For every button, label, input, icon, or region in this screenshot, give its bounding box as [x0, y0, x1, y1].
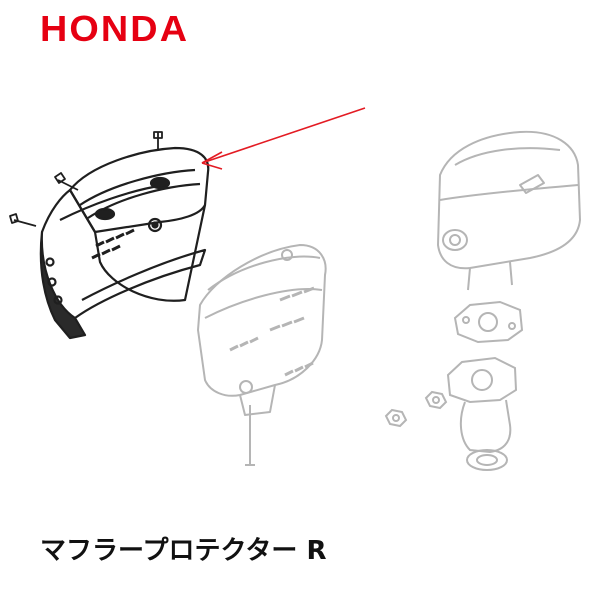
muffler-protector-r-part [9, 131, 210, 340]
part-name-caption: マフラープロテクター R [40, 536, 327, 566]
gasket-part [453, 300, 524, 344]
muffler-part [437, 130, 581, 291]
pointer-arrow [201, 107, 366, 170]
nut-parts [384, 390, 448, 428]
honda-logo: HONDA [40, 8, 190, 49]
muffler-protector-part [197, 244, 327, 466]
exhaust-pipe-part [446, 356, 518, 471]
